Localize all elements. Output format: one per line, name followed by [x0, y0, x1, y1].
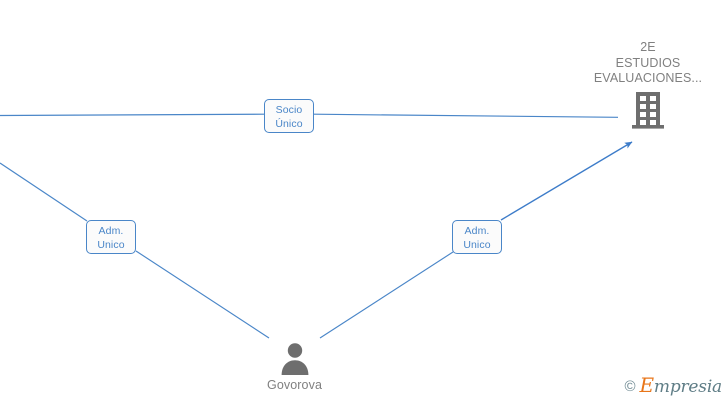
relation-label-line-1: Adm. — [98, 225, 124, 237]
relation-label-line-1: Adm. — [464, 225, 490, 237]
node-company[interactable]: 2E ESTUDIOS EVALUACIONES... — [568, 40, 728, 130]
relation-label-line-2: Unico — [97, 239, 125, 251]
edge-person-adm-right — [319, 251, 454, 339]
empresia-wordmark: Empresia — [639, 373, 723, 397]
relation-label-adm-unico-left[interactable]: Adm. Unico — [86, 220, 136, 254]
relation-label-line-1: Socio — [275, 104, 303, 116]
edge-adm-left-person — [135, 250, 270, 339]
edge-socio-company — [313, 113, 619, 118]
relation-label-adm-unico-right[interactable]: Adm. Unico — [452, 220, 502, 254]
company-name-line-3: EVALUACIONES... — [593, 71, 703, 85]
edge-adm-left-upper — [0, 162, 88, 222]
relation-label-socio-unico[interactable]: Socio Único — [264, 99, 314, 133]
relation-label-line-2: Unico — [463, 239, 491, 251]
company-name-line-2: ESTUDIOS — [615, 55, 681, 70]
company-name-line-1: 2E — [640, 40, 656, 54]
empresia-watermark: © Empresia — [624, 373, 723, 397]
wordmark-rest: mpresia — [653, 377, 722, 397]
node-person[interactable]: Govorova — [237, 341, 352, 393]
person-name: Govorova — [267, 378, 322, 392]
copyright-icon: © — [624, 377, 636, 395]
edge-socio-left — [0, 113, 265, 117]
wordmark-initial: E — [639, 373, 655, 397]
company-name: 2E ESTUDIOS EVALUACIONES... — [568, 40, 728, 87]
person-icon — [237, 341, 352, 377]
edge-adm-right-company — [500, 141, 633, 221]
relation-label-line-2: Único — [275, 118, 303, 130]
building-icon — [568, 90, 728, 130]
